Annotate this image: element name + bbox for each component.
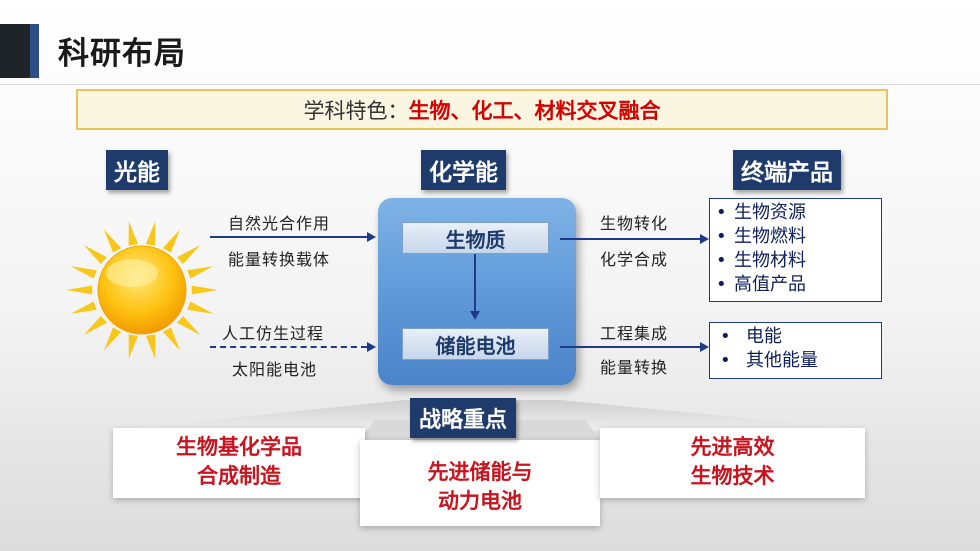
list-item: •生物燃料 (716, 226, 806, 247)
sun-ray (104, 327, 122, 351)
product-list-top: •生物资源 •生物燃料 •生物材料 •高值产品 (709, 198, 882, 302)
feature-banner: 学科特色： 生物、化工、材料交叉融合 (76, 89, 888, 130)
sun-ray (145, 221, 156, 246)
strategy-panel-left (113, 428, 365, 498)
biomass-box: 生物质 (402, 222, 549, 254)
sun-icon (66, 221, 218, 359)
sun-ray (162, 229, 180, 253)
sun-ray (177, 245, 201, 264)
strategy-panel-mid (360, 440, 600, 526)
sun-ray (70, 266, 97, 279)
sun-ray (70, 301, 97, 314)
strategy-mid-text: 先进储能与 动力电池 (427, 460, 533, 513)
arrow-head-right (367, 232, 376, 242)
list-item: •电能 (720, 326, 782, 347)
feature-label: 学科特色： (303, 98, 409, 123)
arrow-head-right (700, 342, 709, 352)
arrow-line-eng (560, 346, 700, 348)
sun-ray (187, 301, 214, 314)
sun-ray (104, 229, 122, 253)
sun-ray (83, 245, 107, 264)
arrow-label-engineering-integration: 工程集成 (600, 324, 669, 343)
sun-ray (128, 221, 139, 246)
storage-battery-box: 储能电池 (402, 328, 549, 360)
arrow-head-right (700, 234, 709, 244)
strategy-right-text: 先进高效 生物技术 (690, 435, 775, 488)
arrow-line-natural (210, 236, 367, 238)
sun-ray (191, 285, 218, 295)
header-chemical-energy: 化学能 (421, 150, 506, 190)
title-bar-dark (0, 24, 30, 78)
sun-ray (145, 334, 156, 359)
list-item: •生物材料 (716, 250, 806, 271)
list-item: •其他能量 (720, 350, 818, 371)
arrow-label-chemical-synthesis: 化学合成 (600, 250, 669, 269)
arrow-head-right (367, 342, 376, 352)
arrow-label-natural-photosynthesis: 自然光合作用 (228, 214, 331, 233)
arrow-line-artificial (210, 346, 367, 348)
feature-value: 生物、化工、材料交叉融合 (408, 97, 661, 123)
arrow-label-solar-cell: 太阳能电池 (232, 360, 318, 379)
header-end-products: 终端产品 (733, 150, 841, 190)
sun-ray (83, 316, 107, 335)
arrow-label-artificial-bionic: 人工仿生过程 (222, 324, 325, 343)
sun-ray (66, 285, 93, 295)
arrow-line-down (474, 254, 476, 311)
strategy-panel-right (600, 428, 865, 498)
strategy-left-text: 生物基化学品 合成制造 (176, 435, 302, 488)
page-title: 科研布局 (58, 36, 186, 72)
sun-ray (187, 266, 214, 279)
header-light-energy: 光能 (106, 150, 168, 190)
sun-ray (177, 316, 201, 335)
sun-ray (162, 327, 180, 351)
arrow-label-bioconversion: 生物转化 (600, 214, 669, 233)
list-item: •生物资源 (716, 202, 806, 223)
arrow-label-energy-carrier: 能量转换载体 (228, 250, 331, 269)
title-bar-blue (30, 24, 39, 78)
strategy-label: 战略重点 (410, 398, 517, 438)
product-list-bottom: •电能 •其他能量 (709, 322, 882, 379)
arrow-head-down (470, 311, 480, 320)
arrow-line-bio (560, 238, 700, 240)
divider (0, 84, 980, 85)
list-item: •高值产品 (716, 274, 806, 295)
sun-ray (128, 334, 139, 359)
arrow-label-energy-conversion: 能量转换 (600, 358, 669, 377)
